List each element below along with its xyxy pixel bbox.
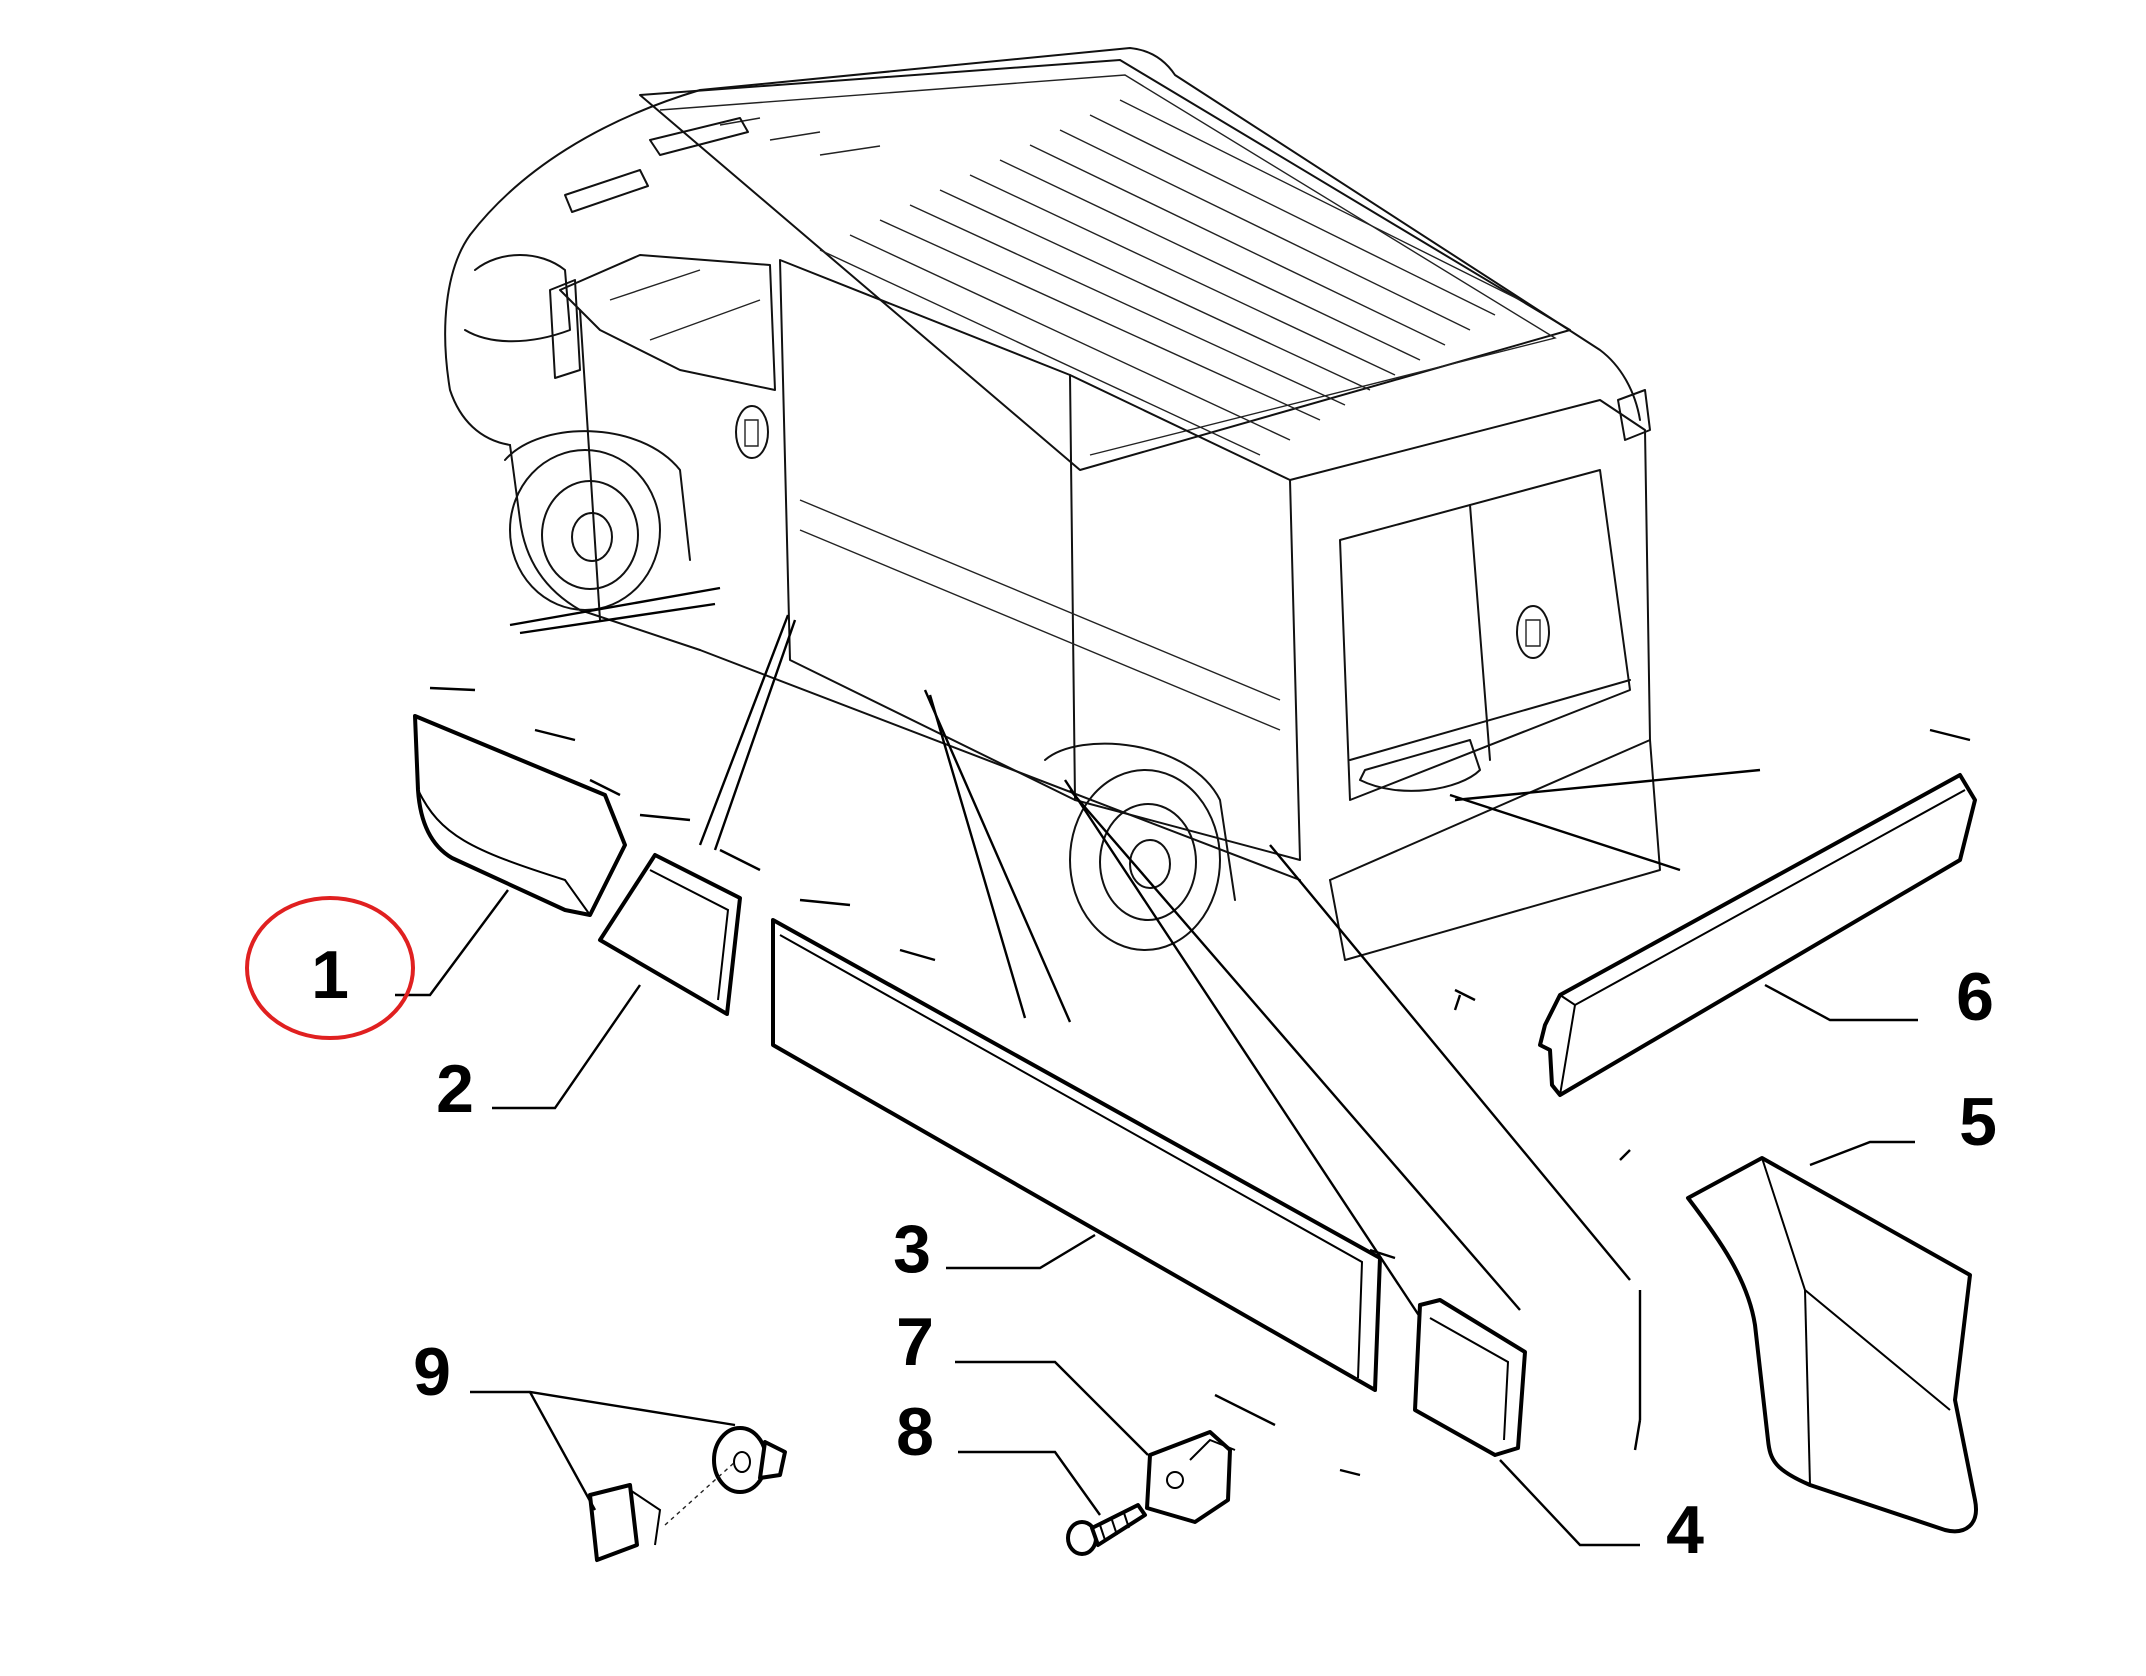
callout-2: 2 [436, 1051, 474, 1127]
part-6-rear-bumper-trim [1538, 773, 1977, 1097]
screw-icon [1066, 1503, 1147, 1556]
highlight-circle [245, 896, 415, 1040]
part-4-rear-small-trim [1413, 1298, 1527, 1457]
push-rivet-icon [588, 1426, 787, 1562]
leader-lines [509, 586, 1761, 1451]
callout-labels: 1 2 3 4 5 6 7 8 9 [311, 937, 1997, 1568]
brand-badge-icon [735, 405, 1550, 659]
part-5-rear-corner-panel [1686, 1156, 1978, 1534]
callout-5: 5 [1959, 1084, 1997, 1160]
callout-3: 3 [893, 1211, 931, 1287]
part-1-front-arch-trim [413, 714, 627, 917]
part-3-side-moulding [771, 918, 1382, 1392]
clip-icon [1145, 1430, 1236, 1524]
wheel-icon [1044, 742, 1236, 951]
roof-slats [819, 99, 1521, 456]
bracket-marks [429, 686, 1971, 1477]
callout-6: 6 [1956, 959, 1994, 1035]
callout-8: 8 [896, 1394, 934, 1470]
callout-9: 9 [413, 1334, 451, 1410]
callout-1: 1 [311, 937, 349, 1013]
van-outline [444, 47, 1661, 961]
wheel-icon [504, 430, 691, 611]
callout-4: 4 [1666, 1492, 1704, 1568]
part-2-door-trim [598, 853, 742, 1016]
callout-7: 7 [896, 1304, 934, 1380]
